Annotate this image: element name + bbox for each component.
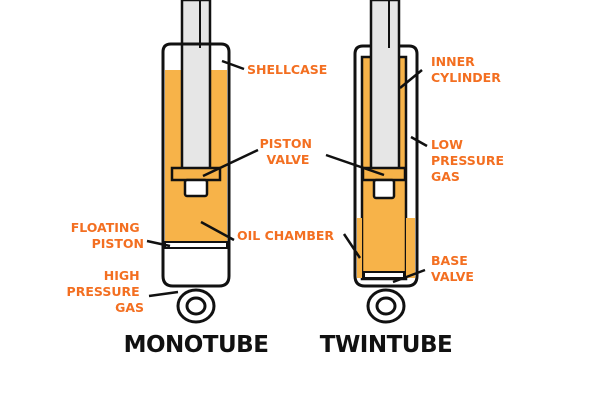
- label-oil-chamber: OIL CHAMBER: [237, 228, 334, 243]
- label-high-pressure-gas: HIGH PRESSURE GAS: [67, 268, 144, 315]
- monotube-leader-lines: [146, 59, 259, 298]
- label-piston-valve: PISTON VALVE: [260, 136, 317, 167]
- twintube-leader-lines: [325, 69, 428, 284]
- monotube-piston-rod: [180, 0, 212, 174]
- label-floating-piston: FLOATING PISTON: [71, 220, 144, 251]
- label-inner-cylinder: INNER CYLINDER: [431, 54, 501, 85]
- twintube-piston-rod: [369, 0, 401, 174]
- twintube-reservoir-oil: [357, 218, 362, 278]
- monotube-shock: [161, 0, 231, 324]
- monotube-gas-chamber: [165, 246, 227, 282]
- monotube-floating-piston: [164, 241, 228, 249]
- monotube-piston-valve: [170, 166, 222, 182]
- label-shellcase: SHELLCASE: [247, 62, 327, 77]
- label-low-pressure-gas: LOW PRESSURE GAS: [431, 137, 508, 184]
- twintube-shock: [353, 0, 419, 324]
- label-base-valve: BASE VALVE: [431, 253, 474, 284]
- twintube-title: TWINTUBE: [320, 332, 452, 358]
- monotube-shellcase: [161, 42, 231, 288]
- twintube-base-valve: [363, 271, 405, 279]
- monotube-title: MONOTUBE: [124, 332, 269, 358]
